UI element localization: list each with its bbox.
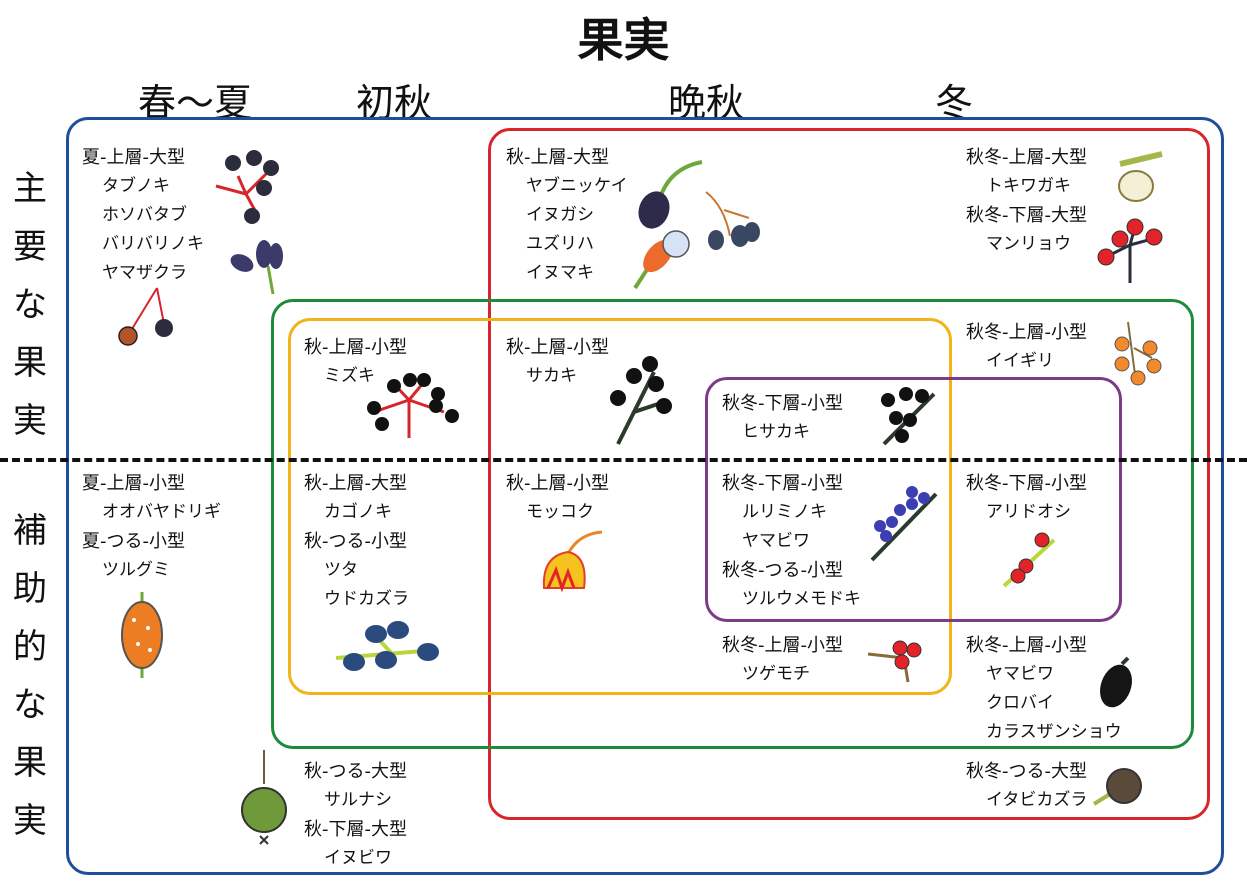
- silverberry-fruit-icon: [121, 592, 163, 678]
- group-header: 秋冬-上層-小型: [966, 635, 1087, 656]
- species-name: ヤマビワ: [986, 664, 1054, 684]
- species-name: ツタ: [324, 560, 358, 580]
- group-header: 秋冬-上層-大型: [966, 147, 1087, 168]
- fruit-group: 秋-上層-小型 ミズキ: [304, 333, 407, 391]
- fruit-group: 秋-上層-大型 カゴノキ 秋-つる-小型 ツタ ウドカズラ: [304, 469, 409, 614]
- species-name: ツルウメモドキ: [742, 589, 861, 609]
- species-name: ヤマザクラ: [102, 263, 187, 283]
- fruit-group: 秋-上層-小型 モッコク: [506, 469, 609, 527]
- oblong-dark-fruit-icon: [230, 240, 283, 295]
- blue-frame: [66, 117, 1224, 875]
- orange-berry-cluster-icon: [1114, 321, 1162, 386]
- ivy-berry-icon: [335, 621, 439, 671]
- green-frame: [271, 299, 1194, 749]
- fruit-group: 夏-上層-小型 オオバヤドリギ 夏-つる-小型 ツルグミ: [82, 469, 221, 585]
- species-name: ツルグミ: [102, 560, 170, 580]
- group-header: 秋-上層-小型: [304, 337, 407, 358]
- species-name: イヌマキ: [526, 263, 594, 283]
- group-header: 夏-つる-小型: [82, 531, 185, 552]
- yellow-frame: [288, 318, 952, 695]
- species-name: ルリミノキ: [742, 502, 827, 522]
- group-header: 秋-上層-小型: [506, 337, 609, 358]
- fruit-group: 秋冬-下層-小型 ルリミノキ ヤマビワ 秋冬-つる-小型 ツルウメモドキ: [722, 469, 861, 614]
- group-header: 秋冬-下層-小型: [722, 473, 843, 494]
- group-header: 夏-上層-大型: [82, 147, 185, 168]
- row-label-main-fruits: 主要な果実: [13, 169, 47, 441]
- laurel-and-yew-fruit-icon: [633, 160, 703, 290]
- species-name: オオバヤドリギ: [102, 502, 221, 522]
- species-name: マンリョウ: [986, 234, 1071, 254]
- species-name: イヌガシ: [526, 205, 594, 225]
- dogwood-cluster-icon: [367, 373, 459, 438]
- hisakaki-berry-icon: [881, 387, 936, 446]
- group-header: 秋冬-上層-小型: [966, 322, 1087, 343]
- group-header: 秋冬-下層-大型: [966, 205, 1087, 226]
- group-header: 秋冬-上層-小型: [722, 635, 843, 656]
- species-name: イタビカズラ: [986, 790, 1088, 810]
- purple-frame: [705, 377, 1122, 622]
- diagram-title: 果実: [577, 13, 670, 67]
- fruit-group: 秋冬-下層-小型 アリドオシ: [966, 469, 1087, 527]
- group-header: 秋冬-下層-小型: [722, 393, 843, 414]
- group-header: 秋-つる-大型: [304, 761, 407, 782]
- species-name: ヒサカキ: [742, 422, 810, 442]
- species-name: イイギリ: [986, 351, 1054, 371]
- group-header: 秋冬-つる-小型: [722, 560, 843, 581]
- fruit-group: 秋-上層-大型 ヤブニッケイ イヌガシ ユズリハ イヌマキ: [506, 143, 628, 288]
- fruit-group: 秋-つる-大型 サルナシ 秋-下層-大型 イヌビワ: [304, 757, 407, 873]
- dark-berry-cluster-icon: [215, 150, 279, 224]
- species-name: ユズリハ: [526, 234, 594, 254]
- itabikazura-fig-icon: [1092, 768, 1142, 806]
- blue-berry-cluster-icon: [705, 191, 760, 250]
- group-header: 秋冬-つる-大型: [966, 761, 1087, 782]
- fruit-group: 秋-上層-小型 サカキ: [506, 333, 609, 391]
- species-name: ホソバタブ: [102, 205, 187, 225]
- fruit-group: 秋冬-下層-小型 ヒサカキ: [722, 389, 843, 447]
- fruit-group: 秋冬-上層-大型 トキワガキ 秋冬-下層-大型 マンリョウ: [966, 143, 1087, 259]
- tsugemochi-berry-icon: [867, 640, 922, 683]
- group-header: 秋-つる-小型: [304, 531, 407, 552]
- species-name: アリドオシ: [986, 502, 1071, 522]
- aridooshi-berry-icon: [1002, 532, 1056, 588]
- row-label-auxiliary-fruits: 補助的な果実: [13, 511, 47, 841]
- dashed-divider: [0, 458, 1247, 462]
- species-name: ミズキ: [324, 366, 375, 386]
- group-header: 秋-上層-小型: [506, 473, 609, 494]
- species-name: イヌビワ: [324, 848, 392, 868]
- group-header: 秋冬-下層-小型: [966, 473, 1087, 494]
- species-name: バリバリノキ: [102, 234, 204, 254]
- species-name: ウドカズラ: [324, 589, 409, 609]
- kiwi-berry-icon: [241, 750, 287, 845]
- species-name: ツゲモチ: [742, 664, 810, 684]
- cherry-icon: [118, 287, 173, 346]
- species-name: タブノキ: [102, 176, 170, 196]
- group-header: 夏-上層-小型: [82, 473, 185, 494]
- black-oval-fruit-icon: [1100, 656, 1132, 708]
- species-name: カゴノキ: [324, 502, 392, 522]
- species-name: サルナシ: [324, 790, 392, 810]
- fruit-group: 秋冬-上層-小型 ツゲモチ: [722, 631, 843, 689]
- sakaki-berry-icon: [610, 356, 672, 445]
- red-frame: [488, 128, 1210, 820]
- mokkoku-fruit-icon: [542, 530, 603, 593]
- group-header: 秋-上層-大型: [506, 147, 609, 168]
- species-name: クロバイ: [986, 693, 1054, 713]
- fruit-group: 夏-上層-大型 タブノキ ホソバタブ バリバリノキ ヤマザクラ: [82, 143, 204, 288]
- blue-berry-cluster-icon: [870, 486, 938, 562]
- fruit-group: 秋冬-上層-小型 イイギリ: [966, 318, 1087, 376]
- species-name: ヤマビワ: [742, 531, 810, 551]
- species-name: トキワガキ: [986, 176, 1071, 196]
- species-name: サカキ: [526, 366, 577, 386]
- fruit-group: 秋冬-上層-小型 ヤマビワ クロバイ カラスザンショウ: [966, 631, 1122, 747]
- species-name: モッコク: [526, 502, 594, 522]
- group-header: 秋-上層-大型: [304, 473, 407, 494]
- fruit-group: 秋冬-つる-大型 イタビカズラ: [966, 757, 1087, 815]
- group-header: 秋-下層-大型: [304, 819, 407, 840]
- persimmon-icon: [1118, 151, 1163, 202]
- red-berry-cluster-icon: [1097, 218, 1163, 283]
- species-name: ヤブニッケイ: [526, 176, 628, 196]
- species-name: カラスザンショウ: [986, 722, 1122, 742]
